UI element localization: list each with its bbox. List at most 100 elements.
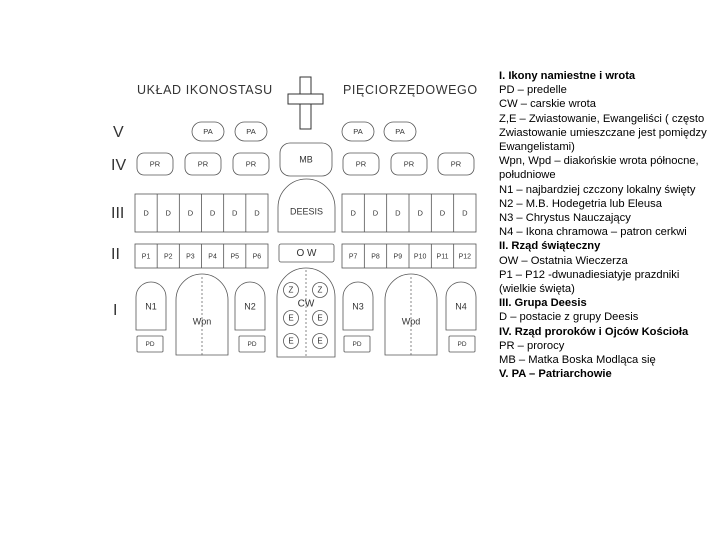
e-circle-4: E bbox=[312, 333, 328, 349]
legend-line-2: PD – predelle bbox=[499, 84, 567, 97]
pa-box-4: PA bbox=[383, 121, 417, 142]
pa-box-3: PA bbox=[341, 121, 375, 142]
n4-icon-label: N4 bbox=[455, 301, 467, 311]
legend-line-15: IV. Rząd proroków i Ojców Kościoła bbox=[499, 325, 689, 338]
e-circle-3-label: E bbox=[288, 337, 293, 346]
feast-right-cell-6: P12 bbox=[459, 253, 472, 260]
royal-doors-label: CW bbox=[298, 299, 315, 310]
legend-line-6: N1 – najbardziej czczony lokalny święty bbox=[499, 183, 696, 196]
z-circle-1-label: Z bbox=[289, 286, 294, 295]
pr-box-3-label: PR bbox=[246, 159, 257, 168]
row-numeral-i: I bbox=[113, 302, 117, 319]
deesis-left-cell-2: D bbox=[166, 208, 172, 217]
feast-left-cell-4: P4 bbox=[208, 253, 217, 260]
pa-box-2: PA bbox=[234, 121, 268, 142]
deesis-left-cell-6: D bbox=[254, 208, 260, 217]
deesis-left-cell-5: D bbox=[232, 208, 238, 217]
legend-line-13: III. Grupa Deesis bbox=[499, 297, 587, 310]
pa-box-3-label: PA bbox=[353, 127, 362, 136]
n3-icon: N3 bbox=[342, 281, 374, 331]
pr-box-3: PR bbox=[232, 152, 270, 176]
diagram-titles: UKŁAD IKONOSTASU PIĘCIORZĘDOWEGO bbox=[137, 83, 478, 97]
n1-icon: N1 bbox=[135, 281, 167, 331]
feast-left-cell-3: P3 bbox=[186, 253, 195, 260]
feast-right-cell-4: P10 bbox=[414, 253, 427, 260]
e-circle-2-label: E bbox=[317, 314, 322, 323]
title-left: UKŁAD IKONOSTASU bbox=[137, 83, 273, 97]
deesis-right-cell-3: D bbox=[395, 208, 401, 217]
e-circle-4-label: E bbox=[317, 337, 322, 346]
pr-box-1: PR bbox=[136, 152, 174, 176]
e-circle-1-label: E bbox=[288, 314, 293, 323]
legend-line-7: N2 – M.B. Hodegetria lub Eleusa bbox=[499, 197, 662, 210]
row-numeral-iii: III bbox=[111, 205, 124, 222]
row-prophets: PR PR PR PR PR PR MB bbox=[136, 142, 475, 177]
pr-box-6-label: PR bbox=[451, 159, 462, 168]
pd-box-2: PD bbox=[238, 335, 266, 353]
pr-box-5: PR bbox=[390, 152, 428, 176]
pr-box-4-label: PR bbox=[356, 159, 367, 168]
deesis-left-cell-3: D bbox=[188, 208, 194, 217]
e-circle-3: E bbox=[283, 333, 299, 349]
feast-left-cell-5: P5 bbox=[230, 253, 239, 260]
z-circle-2-label: Z bbox=[318, 286, 323, 295]
pd-box-4: PD bbox=[448, 335, 476, 353]
mb-box-label: MB bbox=[299, 154, 313, 164]
mb-box: MB bbox=[279, 142, 333, 177]
z-circle-2: Z bbox=[312, 282, 328, 298]
pd-box-3-label: PD bbox=[352, 341, 361, 348]
legend-line-17: MB – Matka Boska Modląca się bbox=[499, 354, 656, 367]
n4-icon: N4 bbox=[445, 281, 477, 331]
z-circle-1: Z bbox=[283, 282, 299, 298]
pa-box-4-label: PA bbox=[395, 127, 404, 136]
legend-line-1: I. Ikony namiestne i wrota bbox=[499, 70, 636, 82]
pd-box-3: PD bbox=[343, 335, 371, 353]
row-predella: PD PD PD PD bbox=[136, 335, 476, 353]
feast-left-cell-1: P1 bbox=[142, 253, 151, 260]
legend-line-3: CW – carskie wrota bbox=[499, 98, 596, 111]
pr-box-4: PR bbox=[342, 152, 380, 176]
pr-box-2-label: PR bbox=[198, 159, 209, 168]
legend-line-14: D – postacie z grupy Deesis bbox=[499, 311, 639, 324]
deesis-right-cell-6: D bbox=[462, 208, 468, 217]
row-numeral-ii: II bbox=[111, 246, 120, 263]
row-numerals: V IV III II I bbox=[111, 124, 126, 319]
pd-box-2-label: PD bbox=[247, 341, 256, 348]
deesis-right-cell-5: D bbox=[440, 208, 446, 217]
deesis-left-cell-4: D bbox=[210, 208, 216, 217]
n2-icon: N2 bbox=[234, 281, 266, 331]
pd-box-1: PD bbox=[136, 335, 164, 353]
legend-line-8: N3 – Chrystus Nauczający bbox=[499, 212, 631, 225]
n2-icon-label: N2 bbox=[244, 301, 256, 311]
last-supper-box-label: O W bbox=[297, 248, 318, 259]
last-supper-box: O W bbox=[278, 243, 335, 263]
title-right: PIĘCIORZĘDOWEGO bbox=[343, 83, 478, 97]
n1-icon-label: N1 bbox=[145, 301, 157, 311]
legend-line-16: PR – prorocy bbox=[499, 339, 565, 352]
feast-left-group: P1 P2 P3 P4 P5 P6 bbox=[134, 243, 269, 269]
legend-line-4: Z,E – Zwiastowanie, Ewangeliści ( często… bbox=[499, 112, 707, 154]
feast-left-cell-2: P2 bbox=[164, 253, 173, 260]
deesis-right-cell-2: D bbox=[373, 208, 379, 217]
pr-box-5-label: PR bbox=[404, 159, 415, 168]
n3-icon-label: N3 bbox=[352, 301, 364, 311]
pr-box-1-label: PR bbox=[150, 159, 161, 168]
feast-right-cell-5: P11 bbox=[437, 253, 449, 260]
row-patriarchs: PA PA PA PA bbox=[191, 121, 417, 142]
pa-box-1: PA bbox=[191, 121, 225, 142]
pd-box-1-label: PD bbox=[145, 341, 154, 348]
feast-left-cell-6: P6 bbox=[253, 253, 262, 260]
pr-box-2: PR bbox=[184, 152, 222, 176]
legend-line-12: P1 – P12 -dwunadiesiatyje prazdniki (wie… bbox=[499, 268, 680, 296]
row-numeral-iv: IV bbox=[111, 157, 126, 174]
deesis-center-label: DEESIS bbox=[290, 206, 323, 216]
legend-line-9: N4 – Ikona chramowa – patron cerkwi bbox=[499, 226, 687, 239]
